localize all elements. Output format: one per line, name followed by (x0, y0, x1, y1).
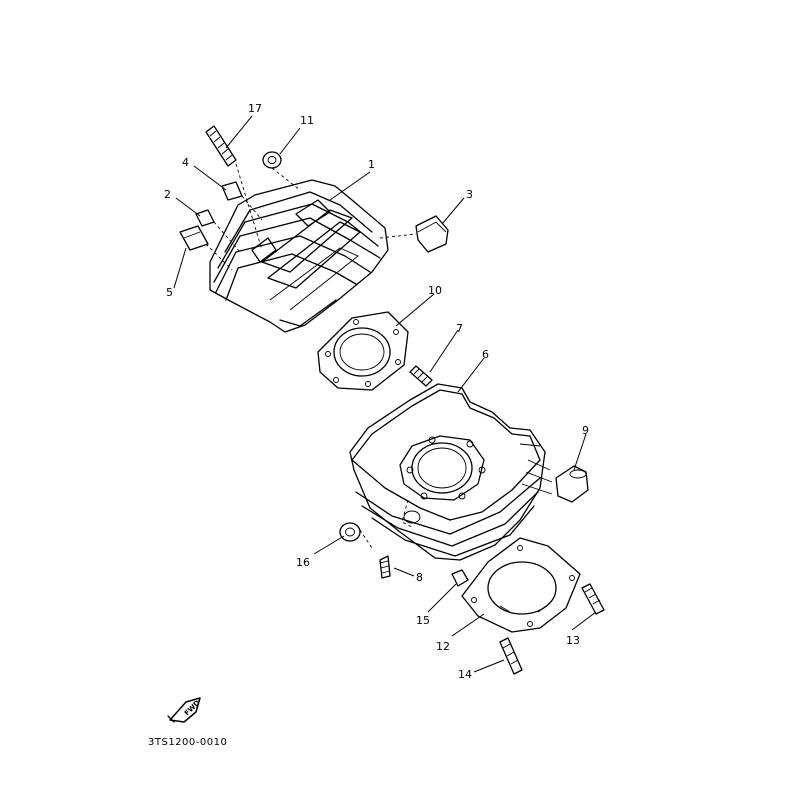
label-part-6: 6 (482, 348, 489, 361)
part-labels: 17 11 1 4 2 3 5 10 7 6 9 16 8 15 12 13 1… (164, 102, 589, 681)
part-8-stud (379, 555, 391, 579)
part-13-stud (581, 583, 605, 615)
label-part-7: 7 (456, 322, 463, 335)
part-15-dowel (451, 569, 469, 587)
head-gasket (317, 311, 409, 391)
part-4-collar (221, 181, 243, 201)
label-part-10: 10 (428, 284, 442, 297)
label-part-1: 1 (368, 158, 375, 171)
part-17-stud (205, 125, 237, 167)
part-14-stud (499, 637, 523, 675)
label-part-2: 2 (164, 188, 171, 201)
label-part-9: 9 (582, 424, 589, 437)
label-part-16: 16 (296, 556, 310, 569)
part-7-stud (409, 365, 433, 387)
label-part-14: 14 (458, 668, 472, 681)
cylinder-head (209, 179, 389, 333)
label-part-13: 13 (566, 634, 580, 647)
label-part-4: 4 (182, 156, 189, 169)
base-gasket (461, 537, 581, 633)
drawing-code: 3TS1200-0010 (148, 737, 227, 748)
label-part-8: 8 (416, 571, 423, 584)
cylinder (349, 383, 553, 561)
forward-direction-icon: FWD (167, 697, 202, 723)
part-2-collar (195, 209, 215, 227)
label-part-12: 12 (436, 640, 450, 653)
part-3-damper (415, 215, 449, 253)
label-part-15: 15 (416, 614, 430, 627)
label-part-17: 17 (248, 102, 262, 115)
label-part-5: 5 (166, 286, 173, 299)
part-9-damper (555, 465, 589, 503)
part-11-nut (262, 151, 282, 169)
label-part-3: 3 (466, 188, 473, 201)
part-16-nut (339, 522, 361, 542)
label-part-11: 11 (300, 114, 314, 127)
leader-lines (173, 115, 597, 673)
assembly-lines (205, 163, 417, 549)
part-5-damper (179, 225, 209, 251)
